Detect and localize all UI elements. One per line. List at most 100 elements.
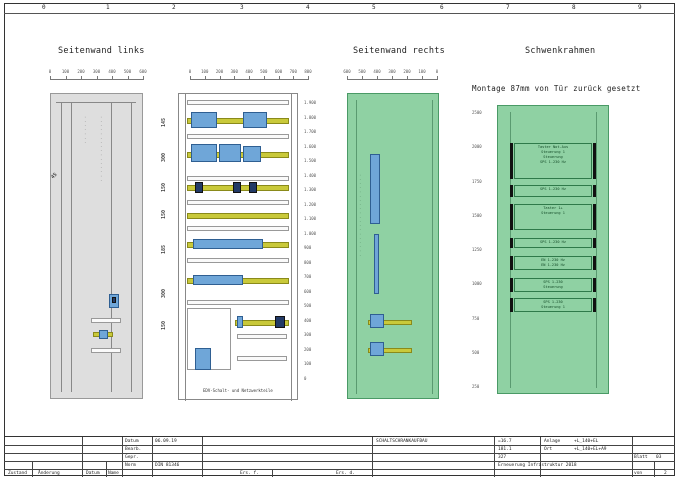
scale-label: 500	[304, 303, 312, 309]
swing-component-label: Steuerung	[543, 285, 563, 289]
dimension-label: 300	[161, 288, 167, 298]
dimension-label: 150	[161, 209, 167, 219]
column-number: 7	[506, 4, 510, 11]
ruler-tick	[392, 76, 393, 80]
mounting-bar	[593, 185, 596, 197]
ruler-tick	[96, 76, 98, 80]
ruler-label: 400	[108, 69, 116, 74]
mounting-plate: EDV-Schalt- und Netzwerkteile	[178, 93, 298, 401]
norm-value: DIN 81346	[155, 463, 180, 468]
dimension-label: 185	[161, 244, 167, 254]
dimension-label: 300	[161, 152, 167, 162]
din-rail	[187, 118, 289, 124]
scale-label: 250	[472, 384, 480, 389]
zustand: Zustand	[8, 471, 27, 476]
relay	[249, 182, 257, 193]
datum-value: 06.09.19	[155, 439, 177, 444]
ruler-label: 100	[61, 69, 70, 74]
ruler-label: 800	[304, 69, 312, 74]
von-value: 2	[664, 471, 667, 476]
swing-component-label: EN 1-230 Hz	[541, 258, 565, 262]
ort-label: Ort	[544, 447, 553, 452]
datum-column: Datum	[86, 471, 100, 476]
swing-component-box	[514, 143, 592, 179]
column-ruler: 0 1 2 3 4 5 6 7 8 9	[4, 3, 675, 14]
column-number: 4	[306, 4, 310, 11]
ruler-tick	[143, 76, 144, 80]
ruler-label: 0	[435, 69, 439, 74]
label-strip	[91, 348, 121, 353]
ruler-tick	[234, 76, 236, 80]
datum-label: Datum	[125, 439, 139, 444]
section-title-left: Seitenwand links	[58, 46, 145, 56]
ort-value: +L_140+EL+A9	[574, 447, 607, 452]
drawing-subtitle: Erneuerung Infrastruktur 2018	[498, 463, 577, 468]
swing-component-label: Steuerung 1	[541, 211, 565, 215]
swing-component-label: Steuerung 1	[541, 305, 565, 309]
terminal-strip	[193, 275, 243, 285]
ruler-tick	[422, 76, 423, 80]
swing-component-label: SPS 1-230 Hz	[540, 240, 566, 244]
ruler-label: 500	[123, 69, 132, 74]
ruler-label: 100	[418, 69, 426, 74]
code-3: 327	[498, 455, 507, 460]
column-number: 5	[372, 4, 376, 11]
side-wall-right-panel: · · · · · · · · · · · · · · · · · · · ·	[347, 93, 439, 399]
terminal-block-inner	[112, 297, 116, 303]
mounting-bar	[510, 278, 513, 292]
scale-label: 2000	[472, 144, 482, 150]
ruler-tick	[308, 76, 309, 80]
circuit-breaker-group	[191, 144, 217, 162]
ruler-tick	[377, 76, 378, 80]
mounting-bar	[593, 204, 596, 230]
cable-duct	[187, 134, 289, 139]
cable-duct	[187, 258, 289, 263]
ruler-label: 0	[48, 69, 52, 74]
din-rail	[368, 320, 412, 325]
swing-component-box	[514, 256, 592, 270]
scale-label: 1.300	[304, 187, 317, 193]
vertical-component	[370, 154, 380, 224]
blatt-label: Blatt	[634, 455, 648, 460]
column-number: 1	[106, 4, 110, 11]
scale-label: 1.200	[304, 201, 317, 207]
mounting-bar	[593, 278, 596, 292]
scale-label: 1.800	[304, 114, 317, 120]
ruler-label: 300	[230, 69, 238, 74]
scale-label: 1000	[472, 281, 482, 287]
ruler-tick	[249, 76, 250, 80]
circuit-breaker-group	[243, 146, 261, 162]
blatt-value: 03	[656, 455, 662, 460]
ruler-label: 200	[77, 69, 85, 74]
ruler-tick	[81, 76, 82, 80]
scale-label: 1.100	[304, 216, 317, 222]
ruler-tick	[407, 76, 408, 80]
relay	[233, 182, 241, 193]
mounting-bar	[593, 238, 596, 248]
scale-label: 750	[472, 315, 480, 321]
swing-component-label: Steuerung	[543, 155, 563, 159]
column-number: 0	[42, 4, 46, 11]
scale-label: 300	[304, 332, 312, 338]
dimension-label: 150	[161, 320, 167, 330]
swing-component-label: SPS 1-230 Hz	[540, 160, 566, 164]
mounting-bar	[510, 238, 513, 248]
side-wall-left-panel: · · · · · · · · · · · · · · · · · · · · …	[50, 93, 143, 399]
column-number: 6	[440, 4, 444, 11]
ruler-label: 700	[289, 69, 297, 74]
column-number: 8	[572, 4, 576, 11]
mounting-plate-caption: EDV-Schalt- und Netzwerkteile	[203, 388, 273, 393]
ruler-tick	[112, 76, 113, 80]
scale-label: 1250	[472, 247, 482, 252]
bearb-label: Bearb.	[125, 447, 142, 452]
mounting-bar	[510, 256, 513, 270]
scale-label: 1.600	[304, 143, 317, 149]
circuit-breaker-group	[219, 144, 241, 162]
dimension-label: 145	[161, 117, 167, 127]
swing-component-box	[514, 204, 592, 230]
scale-label: 0	[304, 376, 307, 381]
ruler-label: 300	[92, 69, 101, 74]
ruler-tick	[362, 76, 363, 80]
relay	[195, 182, 203, 193]
